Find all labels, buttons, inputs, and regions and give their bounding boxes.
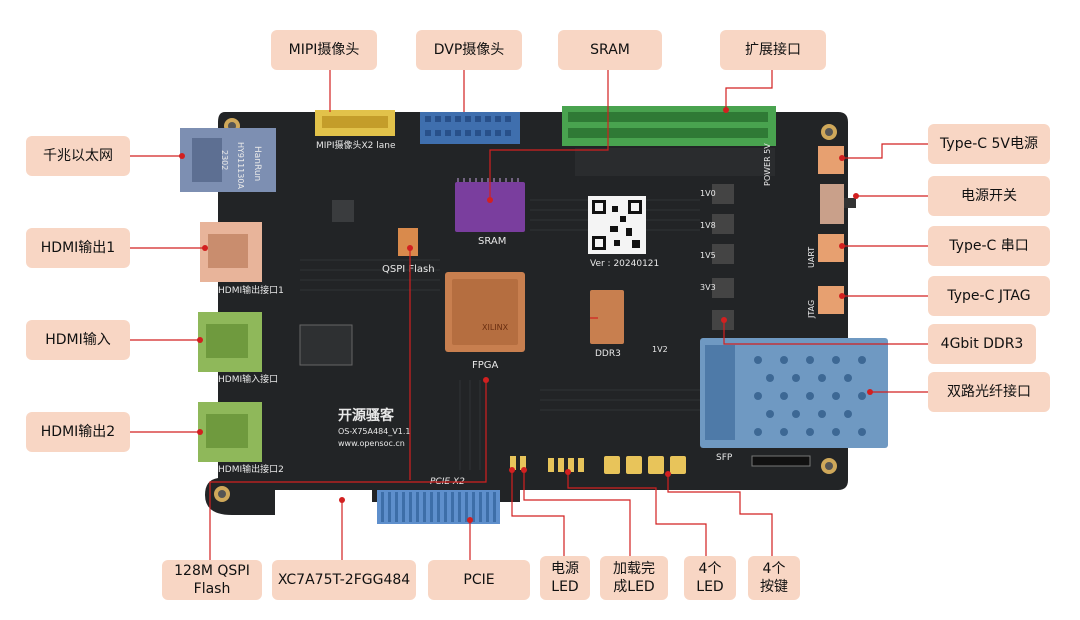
- pin-header: [751, 455, 811, 467]
- label-typec-5v-power: Type-C 5V电源: [928, 124, 1050, 164]
- label-typec-serial-text: Type-C 串口: [949, 238, 1029, 254]
- mipi-header-silk: MIPI摄像头X2 lane: [316, 139, 396, 151]
- fpga-logo-text: XILINX: [482, 323, 509, 332]
- label-hdmi-out-2-text: HDMI输出2: [40, 424, 116, 440]
- hdmi-out1-silk: HDMI输出接口1: [218, 284, 284, 296]
- label-mipi-camera: MIPI摄像头: [271, 30, 377, 70]
- uart-silk: UART: [807, 247, 816, 268]
- label-gigabit-ethernet: 千兆以太网: [26, 136, 130, 176]
- typec-uart-port: [818, 234, 844, 262]
- sram-chip: [455, 182, 525, 232]
- version-silk: Ver : 20240121: [590, 259, 659, 269]
- rj45-code-text: 2302: [220, 150, 229, 170]
- label-sram: SRAM: [558, 30, 662, 70]
- label-gigabit-ethernet-text: 千兆以太网: [43, 148, 113, 164]
- label-hdmi-in: HDMI输入: [26, 320, 130, 360]
- label-fpga-part-text: XC7A75T-2FGG484: [277, 572, 411, 588]
- typec-jtag-port: [818, 286, 844, 314]
- ddr3-chip: [590, 290, 624, 344]
- hdmi-ic: [299, 324, 353, 366]
- label-four-led-line1: 4个: [698, 561, 722, 577]
- hdmi-in-silk: HDMI输入接口: [218, 373, 278, 385]
- leader-lines: [130, 70, 928, 560]
- label-power-led-line2: LED: [551, 579, 579, 595]
- label-hdmi-in-text: HDMI输入: [45, 332, 111, 348]
- label-done-led: 加载完 成LED: [600, 556, 668, 600]
- label-dual-sfp: 双路光纤接口: [928, 372, 1050, 412]
- label-power-led: 电源 LED: [540, 556, 590, 600]
- model-silk: OS-X75A484_V1.1: [338, 427, 410, 436]
- fpga-silk: FPGA: [472, 360, 499, 371]
- qspi-flash-silk: QSPI Flash: [382, 264, 435, 275]
- label-power-switch: 电源开关: [928, 176, 1050, 216]
- label-qspi-flash-line2: Flash: [193, 581, 231, 597]
- label-ddr3-4gbit: 4Gbit DDR3: [928, 324, 1036, 364]
- rail-2-silk: 1V8: [700, 221, 716, 230]
- label-pcie: PCIE: [428, 560, 530, 600]
- label-hdmi-out-1: HDMI输出1: [26, 228, 130, 268]
- rail-5-silk: 1V2: [652, 345, 668, 354]
- sfp-cage: [700, 338, 888, 448]
- led-row: [510, 456, 584, 472]
- label-dvp-camera-text: DVP摄像头: [433, 42, 505, 58]
- label-dual-sfp-text: 双路光纤接口: [947, 384, 1031, 400]
- label-done-led-line2: 成LED: [613, 579, 655, 595]
- power-switch-body: [820, 184, 844, 224]
- ddr3-silk: DDR3: [595, 349, 621, 359]
- label-four-led-line2: LED: [696, 579, 724, 595]
- sram-silk: SRAM: [478, 236, 506, 247]
- sfp-silk: SFP: [716, 453, 733, 463]
- small-ic-1: [332, 200, 354, 222]
- website-silk: www.opensoc.cn: [338, 439, 405, 448]
- label-four-keys: 4个 按键: [748, 556, 800, 600]
- label-typec-jtag: Type-C JTAG: [928, 276, 1050, 316]
- hdmi-out2-silk: HDMI输出接口2: [218, 463, 284, 475]
- label-dvp-camera: DVP摄像头: [416, 30, 522, 70]
- label-pcie-text: PCIE: [463, 572, 495, 588]
- label-qspi-flash: 128M QSPI Flash: [162, 560, 262, 600]
- label-typec-serial: Type-C 串口: [928, 226, 1050, 266]
- label-done-led-line1: 加载完: [613, 561, 655, 577]
- rail-3-silk: 1V5: [700, 251, 716, 260]
- jtag-silk: JTAG: [807, 300, 816, 319]
- label-typec-5v-power-text: Type-C 5V电源: [940, 136, 1038, 152]
- rail-4-silk: 3V3: [700, 283, 716, 292]
- label-expansion-port: 扩展接口: [720, 30, 826, 70]
- power-inductors: [712, 184, 734, 330]
- label-four-led: 4个 LED: [684, 556, 736, 600]
- label-hdmi-out-1-text: HDMI输出1: [40, 240, 116, 256]
- typec-5v-port: [818, 146, 844, 174]
- label-qspi-flash-line1: 128M QSPI: [174, 563, 250, 579]
- rail-1-silk: 1V0: [700, 189, 716, 198]
- label-expansion-port-text: 扩展接口: [745, 42, 801, 58]
- qspi-flash-chip: [398, 228, 418, 256]
- label-mipi-camera-text: MIPI摄像头: [288, 42, 360, 58]
- label-hdmi-out-2: HDMI输出2: [26, 412, 130, 452]
- rj45-brand-text: HanRun: [252, 146, 262, 181]
- rj45-model-text: HY911130A: [236, 142, 245, 189]
- label-typec-jtag-text: Type-C JTAG: [947, 288, 1031, 304]
- key-row: [604, 456, 686, 474]
- label-power-led-line1: 电源: [551, 561, 579, 577]
- label-four-keys-line2: 按键: [760, 579, 788, 595]
- label-four-keys-line1: 4个: [762, 561, 786, 577]
- label-sram-text: SRAM: [590, 42, 630, 58]
- label-ddr3-4gbit-text: 4Gbit DDR3: [940, 336, 1024, 352]
- power-5v-silk: POWER 5V: [763, 143, 772, 186]
- brand-silk: 开源骚客: [338, 407, 395, 424]
- mounting-holes: [214, 118, 837, 502]
- label-fpga-part: XC7A75T-2FGG484: [272, 560, 416, 600]
- label-power-switch-text: 电源开关: [961, 188, 1017, 204]
- pcb-board: [205, 112, 848, 515]
